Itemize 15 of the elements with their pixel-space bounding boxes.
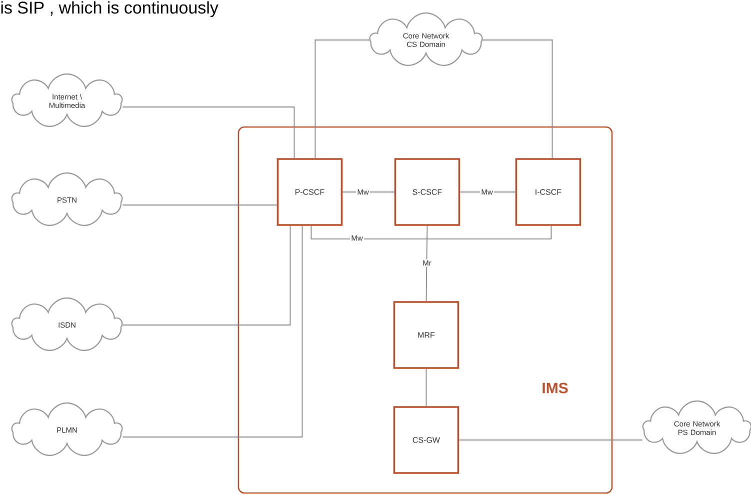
connector-line bbox=[122, 225, 303, 438]
heading-text: is SIP , which is continuously bbox=[1, 1, 218, 18]
function-box: I-CSCF bbox=[515, 158, 582, 226]
connector-line bbox=[426, 368, 427, 407]
connector-line bbox=[310, 225, 552, 240]
connector-line bbox=[122, 204, 278, 206]
connector-line bbox=[426, 225, 428, 302]
function-box: MRF bbox=[393, 301, 460, 369]
connector-line bbox=[122, 106, 295, 159]
function-box: P-CSCF bbox=[276, 158, 343, 226]
connector-line bbox=[314, 40, 370, 159]
function-box: CS-GW bbox=[393, 406, 460, 474]
function-box: S-CSCF bbox=[394, 158, 460, 226]
connector-line bbox=[122, 225, 291, 326]
connector-line bbox=[482, 40, 553, 159]
